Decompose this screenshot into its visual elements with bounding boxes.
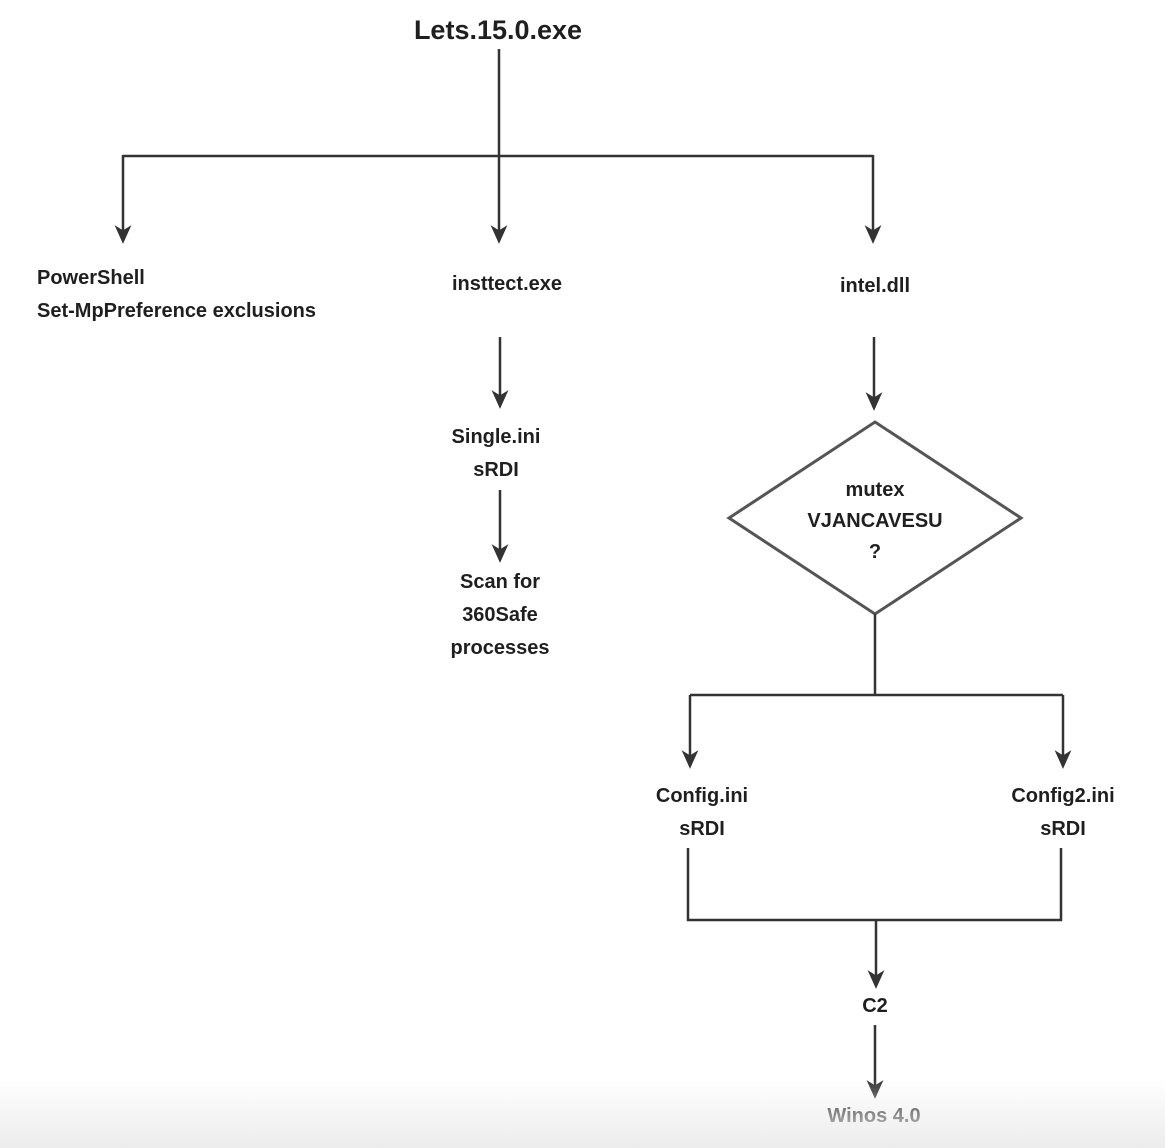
node-line: Config2.ini: [1011, 785, 1115, 807]
node-line: Scan for: [459, 571, 541, 593]
edge-config-merge-bar: [686, 848, 1063, 922]
node-powershell-exclusions: PowerShell Set-MpPreference exclusions: [37, 262, 316, 328]
node-config2-ini-srdi: Config2.ini sRDI: [1011, 780, 1114, 846]
node-line: Config.ini: [655, 785, 749, 807]
node-line: VJANCAVESU: [807, 510, 943, 532]
node-line: sRDI: [679, 818, 725, 840]
node-line: PowerShell: [37, 267, 145, 289]
node-config-ini-srdi: Config.ini sRDI: [656, 780, 748, 846]
node-intel-dll: intel.dll: [840, 275, 910, 297]
root-node-lets-exe: Lets.15.0.exe: [413, 15, 583, 45]
node-line: sRDI: [473, 459, 519, 481]
node-line: Single.ini: [451, 426, 541, 448]
node-line: processes: [450, 637, 550, 659]
node-mutex-decision-label: mutex VJANCAVESU ?: [807, 475, 942, 568]
node-line: mutex: [845, 479, 905, 501]
node-line: ?: [868, 541, 882, 563]
node-single-ini-srdi: Single.ini sRDI: [452, 421, 541, 487]
node-winos-4-0: Winos 4.0: [827, 1105, 921, 1127]
node-line: Set-MpPreference exclusions: [37, 300, 316, 322]
node-insttect-exe: insttect.exe: [451, 273, 563, 295]
node-scan-360safe: Scan for 360Safe processes: [451, 566, 550, 665]
node-line: sRDI: [1040, 818, 1086, 840]
node-line: 360Safe: [462, 604, 538, 626]
node-c2: C2: [862, 995, 888, 1017]
